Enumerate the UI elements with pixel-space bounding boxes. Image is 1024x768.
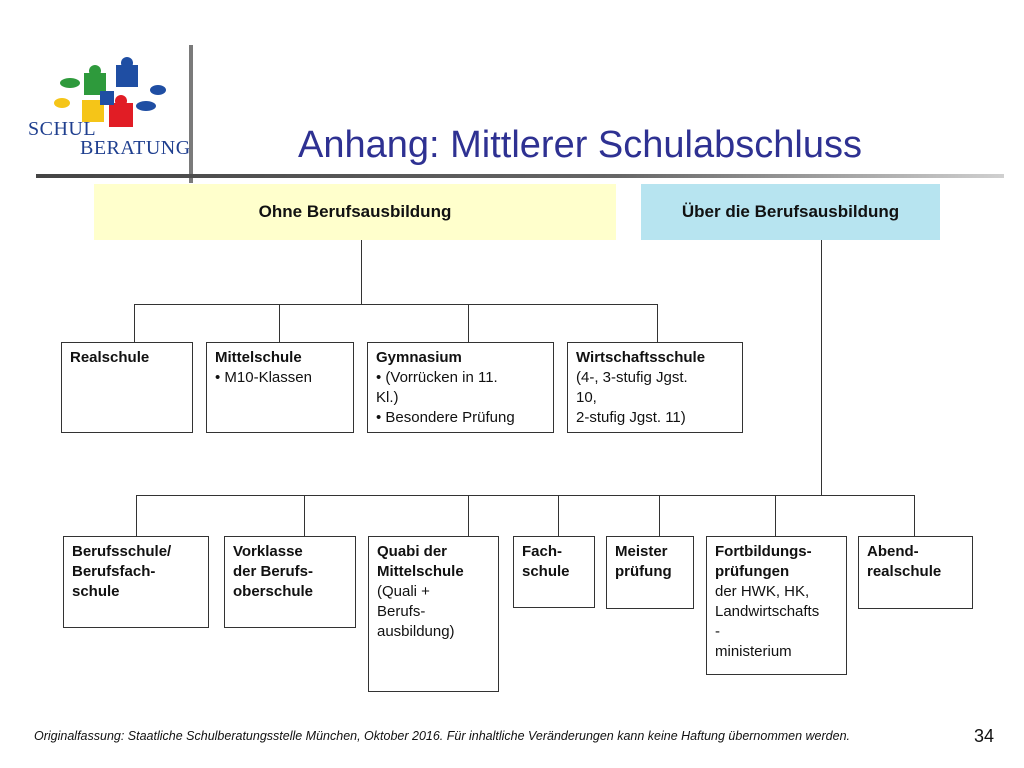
box-title: Quabi der bbox=[377, 543, 448, 560]
page-number: 34 bbox=[974, 726, 995, 746]
connector-line bbox=[134, 304, 658, 305]
box-quabi: Quabi der Mittelschule (Quali + Berufs- … bbox=[368, 536, 499, 692]
connector-line bbox=[304, 495, 305, 536]
box-line: • (Vorrücken in 11. bbox=[376, 369, 498, 386]
connector-line bbox=[558, 495, 559, 536]
box-line: ministerium bbox=[715, 643, 792, 660]
box-realschule: Realschule bbox=[61, 342, 193, 433]
connector-line bbox=[279, 304, 280, 342]
connector-line bbox=[361, 240, 362, 304]
box-berufsschule: Berufsschule/ Berufsfach- schule bbox=[63, 536, 209, 628]
box-line: (4-, 3-stufig Jgst. bbox=[576, 369, 688, 386]
box-line: Landwirtschafts bbox=[715, 603, 820, 620]
box-title: Mittelschule bbox=[215, 349, 302, 366]
box-title: Mittelschule bbox=[377, 563, 464, 580]
box-fortbildungspruefungen: Fortbildungs- prüfungen der HWK, HK, Lan… bbox=[706, 536, 847, 675]
footer-note: Originalfassung: Staatliche Schulberatun… bbox=[34, 729, 851, 743]
connector-line bbox=[821, 240, 822, 496]
box-title: Wirtschaftsschule bbox=[576, 349, 706, 366]
vertical-divider bbox=[189, 45, 193, 183]
connector-line bbox=[657, 304, 658, 342]
connector-line bbox=[468, 495, 469, 536]
puzzle-logo-icon bbox=[54, 57, 166, 127]
connector-line bbox=[468, 304, 469, 342]
connector-line bbox=[659, 495, 660, 536]
box-line: ausbildung) bbox=[377, 623, 455, 640]
box-title: Abend- bbox=[867, 543, 919, 560]
box-line: - bbox=[715, 623, 720, 640]
box-gymnasium: Gymnasium • (Vorrücken in 11. Kl.) • Bes… bbox=[367, 342, 554, 433]
connector-line bbox=[914, 495, 915, 536]
box-title: Berufsschule/ bbox=[72, 543, 172, 560]
header-ohne-berufsausbildung: Ohne Berufsausbildung bbox=[94, 184, 616, 240]
box-fachschule: Fach- schule bbox=[513, 536, 595, 608]
box-line: • M10-Klassen bbox=[215, 369, 312, 386]
box-line: Kl.) bbox=[376, 389, 399, 406]
box-title: Fach- bbox=[522, 543, 563, 560]
box-line: (Quali + bbox=[377, 583, 430, 600]
box-vorklasse: Vorklasse der Berufs- oberschule bbox=[224, 536, 356, 628]
box-title: der Berufs- bbox=[233, 563, 314, 580]
box-title: Vorklasse bbox=[233, 543, 303, 560]
page-title: Anhang: Mittlerer Schulabschluss bbox=[298, 124, 862, 166]
box-abendrealschule: Abend- realschule bbox=[858, 536, 973, 609]
logo: SCHUL BERATUNG bbox=[20, 55, 190, 175]
box-title: prüfung bbox=[615, 563, 672, 580]
title-underline bbox=[36, 174, 1004, 178]
box-title: Berufsfach- bbox=[72, 563, 156, 580]
box-title: schule bbox=[72, 583, 120, 600]
box-line: 2-stufig Jgst. 11) bbox=[576, 409, 686, 426]
box-mittelschule: Mittelschule • M10-Klassen bbox=[206, 342, 354, 433]
box-title: schule bbox=[522, 563, 570, 580]
box-line: 10, bbox=[576, 389, 597, 406]
logo-text-schul: SCHUL bbox=[28, 118, 97, 140]
logo-text-beratung: BERATUNG bbox=[80, 137, 191, 159]
box-title: oberschule bbox=[233, 583, 314, 600]
box-title: Gymnasium bbox=[376, 349, 462, 366]
box-wirtschaftsschule: Wirtschaftsschule (4-, 3-stufig Jgst. 10… bbox=[567, 342, 743, 433]
connector-line bbox=[134, 304, 135, 342]
box-line: der HWK, HK, bbox=[715, 583, 810, 600]
box-title: Fortbildungs- bbox=[715, 543, 812, 560]
box-title: realschule bbox=[867, 563, 942, 580]
box-title: Realschule bbox=[70, 349, 150, 366]
box-line: • Besondere Prüfung bbox=[376, 409, 515, 426]
connector-line bbox=[136, 495, 137, 536]
box-title: Meister bbox=[615, 543, 668, 560]
box-title: prüfungen bbox=[715, 563, 790, 580]
box-meisterpruefung: Meister prüfung bbox=[606, 536, 694, 609]
header-ueber-berufsausbildung: Über die Berufsausbildung bbox=[641, 184, 940, 240]
connector-line bbox=[775, 495, 776, 536]
connector-line bbox=[136, 495, 914, 496]
box-line: Berufs- bbox=[377, 603, 426, 620]
